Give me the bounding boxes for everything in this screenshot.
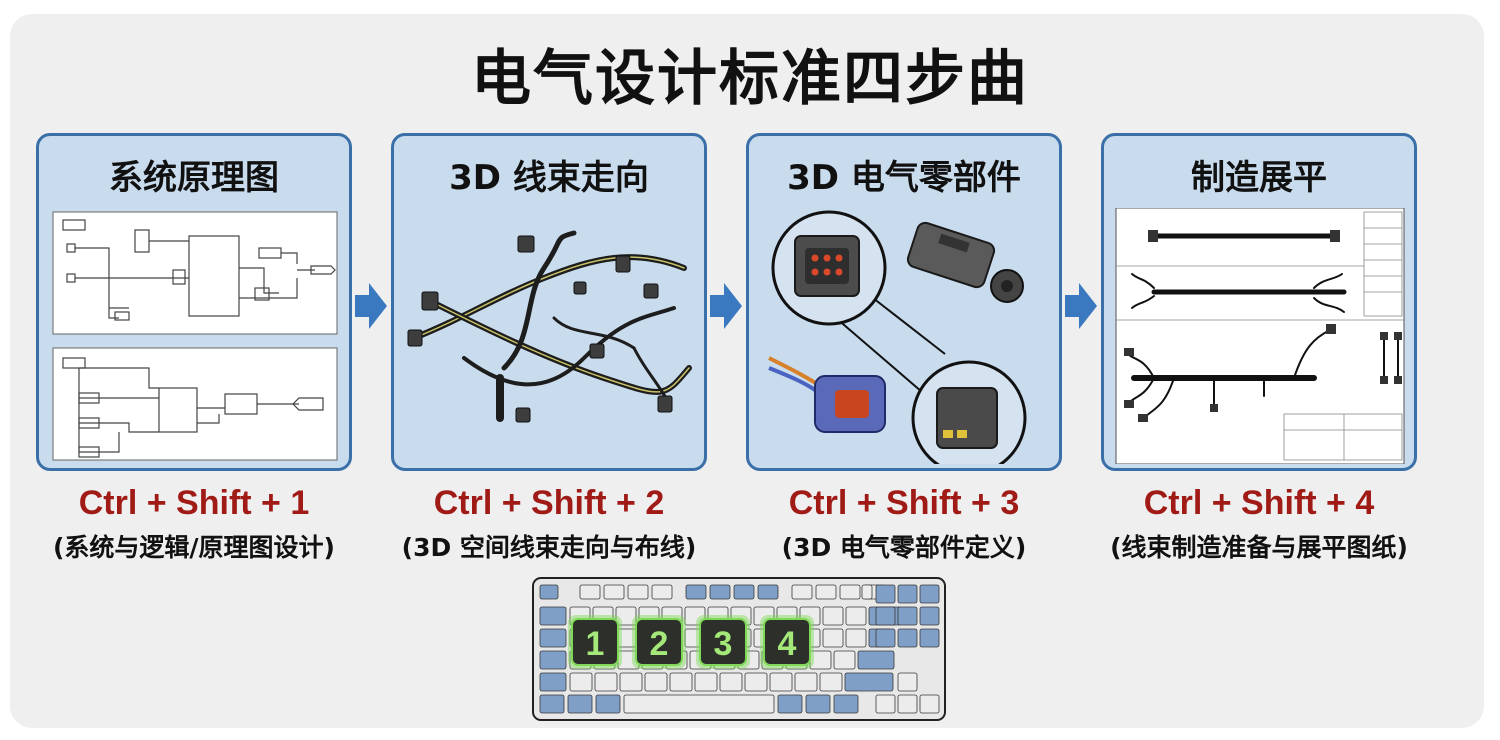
keyboard-key [619,672,643,692]
keyboard-key [744,672,768,692]
keyboard-key [757,584,779,600]
keyboard-key [794,672,818,692]
keyboard-key [857,650,895,670]
keyboard-key [539,694,565,714]
keyboard-key [833,650,856,670]
keyboard-key [769,672,793,692]
step-1-panel: 系统原理图 [36,133,352,471]
keyboard-key [603,584,625,600]
keyboard-key [875,628,896,648]
arrow-right-icon [710,283,742,329]
keyboard-key [567,694,593,714]
keyboard-key [819,672,843,692]
keyboard-highlighted-keys: 1 2 3 4 [568,615,814,669]
step-2-title: 3D 线束走向 [449,158,649,198]
keyboard-key [579,584,601,600]
keyboard-key [623,694,775,714]
keyboard-key [844,672,894,692]
step-3-title: 3D 电气零部件 [787,158,1021,198]
highlighted-key-4 [763,618,811,666]
keyboard-key [595,694,621,714]
keyboard-key [539,672,567,692]
keyboard-key [539,650,567,670]
step-1-shortcut: Ctrl + Shift + 1 [78,484,310,522]
keyboard-key [694,672,718,692]
step-1-title: 系统原理图 [109,158,279,198]
highlighted-key-label-1: 1 [586,625,605,663]
keyboard-key [839,584,861,600]
keyboard-key [845,628,867,648]
keyboard-key [594,672,618,692]
flattened-harness-drawing-icon [1115,208,1405,464]
keyboard-key [897,584,918,604]
keyboard-icon: 1 2 3 4 [532,577,946,721]
connector-3d-icon [768,210,1027,464]
schematic-drawing-icon [52,211,338,461]
keyboard-key [627,584,649,600]
step-2-shortcut: Ctrl + Shift + 2 [433,484,665,522]
keyboard-key [919,584,940,604]
keyboard-key [539,606,567,626]
keyboard-key [684,606,706,626]
keyboard-key [669,672,693,692]
keyboard-key [805,694,831,714]
keyboard-key [777,694,803,714]
step-4-description: (线束制造准备与展平图纸) [1110,533,1408,562]
keyboard-key [919,628,940,648]
keyboard-key [719,672,743,692]
keyboard-key [733,584,755,600]
keyboard-key [897,672,918,692]
highlighted-key-3 [699,618,747,666]
highlighted-key-label-4: 4 [778,625,797,663]
keyboard-key [615,606,637,626]
highlighted-key-2 [635,618,683,666]
highlighted-key-label-3: 3 [714,625,733,663]
keyboard-key [861,584,873,600]
keyboard-key [845,606,867,626]
step-1-description: (系统与逻辑/原理图设计) [53,533,335,562]
wire-harness-3d-icon [407,230,692,423]
keyboard-key [897,628,918,648]
keyboard-key [709,584,731,600]
keyboard-key [815,584,837,600]
step-4-shortcut: Ctrl + Shift + 4 [1143,484,1375,522]
keyboard-key [833,694,859,714]
keyboard-key [644,672,668,692]
keyboard-key [651,584,673,600]
highlighted-key-1 [571,618,619,666]
step-4-title: 制造展平 [1191,158,1327,198]
keyboard-key [897,606,918,626]
keyboard-key [539,584,559,600]
arrow-right-icon [1065,283,1097,329]
keyboard-key [569,672,593,692]
page-title: 电气设计标准四步曲 [471,44,1029,114]
keyboard-key [685,584,707,600]
keyboard-key [539,628,567,648]
keyboard-key [875,694,896,714]
keyboard-key [875,606,896,626]
keyboard-key [875,584,896,604]
arrow-right-icon [355,283,387,329]
step-4-panel: 制造展平 [1101,133,1417,471]
keyboard-key [919,606,940,626]
step-2-panel: 3D 线束走向 [391,133,707,471]
keyboard-key [919,694,940,714]
keyboard-key [897,694,918,714]
step-3-panel: 3D 电气零部件 [746,133,1062,471]
step-2-description: (3D 空间线束走向与布线) [401,533,697,562]
keyboard-key [822,628,844,648]
highlighted-key-label-2: 2 [650,625,669,663]
keyboard-key [822,606,844,626]
step-3-description: (3D 电气零部件定义) [781,533,1027,562]
step-3-shortcut: Ctrl + Shift + 3 [788,484,1020,522]
keyboard-key [791,584,813,600]
